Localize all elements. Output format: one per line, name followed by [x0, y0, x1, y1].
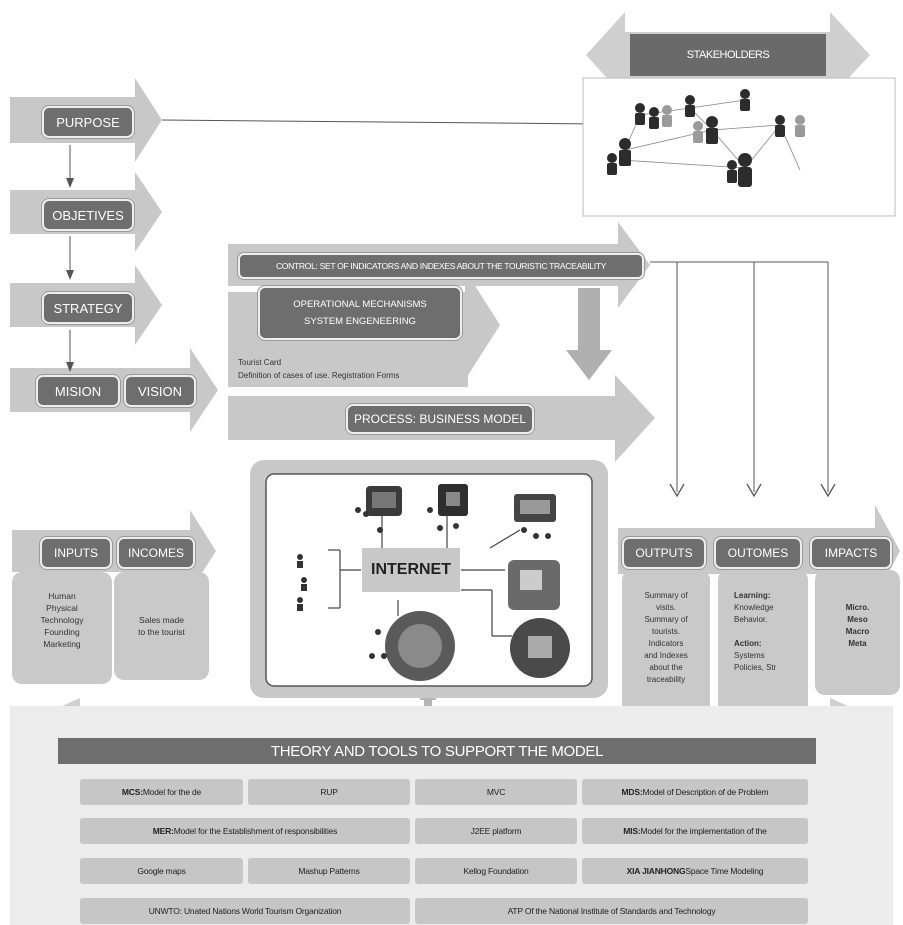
- mds-bold: MDS:: [621, 787, 643, 797]
- outomes-panel: [718, 570, 808, 720]
- outputs-item: visits.: [656, 603, 676, 612]
- mis-bold: MIS:: [623, 826, 641, 836]
- outputs-item: about the: [649, 663, 683, 672]
- outomes-list: Learning: Knowledge Behavior. Action: Sy…: [734, 590, 808, 674]
- inputs-list: Human Physical Technology Founding Marke…: [12, 590, 112, 650]
- inputs-item: Physical: [46, 603, 78, 613]
- theory-cell-mer: MER: Model for the Establishment of resp…: [80, 818, 410, 844]
- tourist-line1: Tourist Card: [238, 358, 282, 367]
- inputs-item: Human: [48, 591, 76, 601]
- impacts-item: Meta: [848, 639, 867, 648]
- theory-cell-mis: MIS: Model for the implementation of the: [582, 818, 808, 844]
- stakeholders-title: STAKEHOLDERS: [630, 34, 826, 76]
- impacts-panel: [815, 570, 900, 695]
- outputs-item: Indicators: [648, 639, 684, 648]
- impacts-item: Meso: [847, 615, 868, 624]
- purpose-box: PURPOSE: [42, 106, 134, 138]
- incomes-box: INCOMES: [117, 537, 195, 569]
- impacts-box: IMPACTS: [810, 537, 892, 569]
- theory-cell-kellog: Kellog Foundation: [415, 858, 577, 884]
- impacts-item: Micro.: [845, 603, 870, 612]
- theory-cell-rup: RUP: [248, 779, 410, 805]
- theory-title: THEORY AND TOOLS TO SUPPORT THE MODEL: [270, 742, 604, 760]
- operational-box: OPERATIONAL MECHANISMS SYSTEM ENGENEERIN…: [258, 286, 462, 340]
- impacts-item: Macro: [845, 627, 870, 636]
- outomes-item: Systems: [734, 651, 765, 660]
- strategy-box: STRATEGY: [42, 292, 134, 324]
- inputs-arrow-shape: [12, 510, 216, 592]
- theory-cell-googlemaps: Google maps: [80, 858, 243, 884]
- incomes-panel: [114, 572, 209, 680]
- objetives-box: OBJETIVES: [42, 199, 134, 231]
- theory-cell-atp: ATP Of the National Institute of Standar…: [415, 898, 808, 924]
- theory-bar: [58, 738, 816, 764]
- mis-text: Model for the implementation of the: [640, 826, 767, 836]
- inputs-item: Marketing: [43, 639, 81, 649]
- outomes-box: OUTOMES: [714, 537, 802, 569]
- internet-box: INTERNET: [362, 548, 460, 592]
- inputs-panel: [12, 572, 112, 684]
- process-box: PROCESS: BUSINESS MODEL: [346, 404, 534, 434]
- theory-cell-j2ee: J2EE platform: [415, 818, 577, 844]
- inputs-item: Founding: [44, 627, 80, 637]
- theory-cell-xia: XIA JIANHONG Space Time Modeling: [582, 858, 808, 884]
- incomes-item: to the tourist: [138, 627, 185, 637]
- control-label: CONTROL: SET OF INDICATORS AND INDEXES A…: [238, 253, 644, 279]
- theory-cell-mcs: MCS: Model for the de: [80, 779, 243, 805]
- control-down-arrow: [566, 288, 612, 380]
- stakeholder-figures: [607, 89, 785, 187]
- outomes-item: Knowledge: [734, 603, 774, 612]
- outputs-item: Summary of: [644, 615, 688, 624]
- outputs-item: Summary of: [644, 591, 688, 600]
- action-title: Action:: [734, 639, 762, 648]
- learning-title: Learning:: [734, 591, 771, 600]
- incomes-list: Sales made to the tourist: [114, 614, 209, 638]
- xia-text: Space Time Modeling: [685, 866, 764, 876]
- vision-box: VISION: [124, 375, 196, 407]
- mcs-bold: MCS:: [121, 787, 143, 797]
- outputs-list: Summary of visits. Summary of tourists. …: [622, 590, 710, 686]
- theory-cell-mds: MDS:Model of Description of de Problem: [582, 779, 808, 805]
- outomes-item: Policies, Str: [734, 663, 777, 672]
- xia-bold: XIA JIANHONG: [626, 866, 686, 876]
- theory-cell-mvc: MVC: [415, 779, 577, 805]
- outputs-item: tourists.: [651, 627, 680, 636]
- inputs-item: Technology: [40, 615, 84, 625]
- tourist-card-box: [228, 345, 468, 387]
- tourist-line2: Definition of cases of use. Registration…: [238, 371, 400, 380]
- outputs-box: OUTPUTS: [622, 537, 706, 569]
- mer-bold: MER:: [152, 826, 174, 836]
- mision-box: MISION: [36, 375, 120, 407]
- operational-line1: OPERATIONAL MECHANISMS: [293, 299, 427, 310]
- outputs-panel: [622, 570, 710, 720]
- theory-cell-mashup: Mashup Patterns: [248, 858, 410, 884]
- impacts-list: Micro. Meso Macro Meta: [815, 602, 900, 650]
- theory-cell-unwto: UNWTO: Unated Nations World Tourism Orga…: [80, 898, 410, 924]
- operational-line2: SYSTEM ENGENEERING: [304, 316, 416, 327]
- mds-text: Model of Description of de Problem: [642, 787, 769, 797]
- mcs-text: Model for the de: [142, 787, 202, 797]
- incomes-item: Sales made: [139, 615, 184, 625]
- outputs-item: and Indexes: [644, 651, 688, 660]
- outomes-item: Behavior.: [734, 615, 768, 624]
- outputs-item: traceability: [646, 675, 686, 684]
- mer-text: Model for the Establishment of responsib…: [173, 826, 338, 836]
- inputs-box: INPUTS: [40, 537, 112, 569]
- tourist-card-text: Tourist Card Definition of cases of use.…: [238, 356, 399, 382]
